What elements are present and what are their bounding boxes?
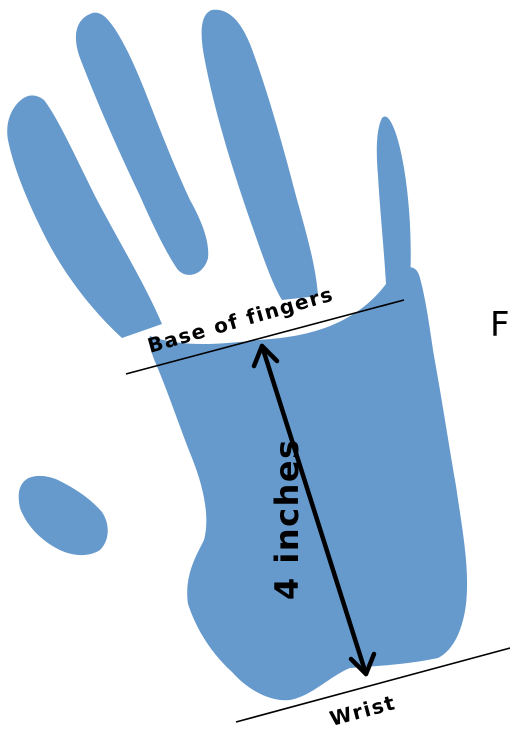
handprint (7, 10, 467, 700)
measurement-label: 4 inches (268, 438, 306, 600)
edge-text-fragment: F (490, 305, 510, 345)
thumb (19, 476, 108, 555)
wrist-label: Wrist (327, 690, 398, 731)
middle-finger (202, 10, 318, 300)
index-finger (377, 117, 411, 285)
